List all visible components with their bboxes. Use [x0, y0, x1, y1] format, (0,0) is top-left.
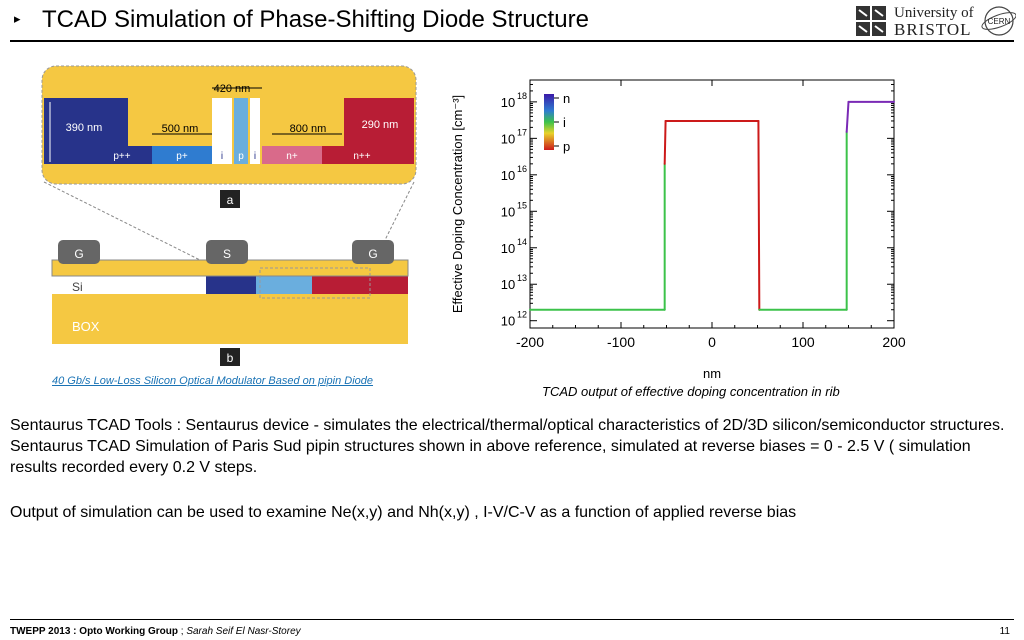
- footer-separator: ;: [177, 626, 187, 637]
- contact-label-s: S: [223, 247, 231, 261]
- y-tick-label: 10: [501, 314, 515, 329]
- panel-b-label: b: [227, 351, 234, 365]
- label-n-plus: n+: [286, 151, 298, 162]
- x-axis-label: nm: [703, 366, 721, 381]
- y-tick-exponent: 14: [517, 237, 527, 247]
- panel-a: 420 nm 390 nm 500 nm 800 nm 290 nm p++ p…: [41, 65, 417, 208]
- series-segment: [663, 119, 667, 165]
- footer-divider: [10, 619, 1014, 620]
- plot-frame: [529, 79, 895, 329]
- y-tick-exponent: 16: [517, 164, 527, 174]
- y-tick-exponent: 13: [517, 273, 527, 283]
- label-i-left: i: [221, 151, 223, 162]
- footer-author: Sarah Seif El Nasr-Storey: [186, 626, 301, 637]
- si-n-region: [312, 276, 408, 294]
- y-tick-label: 10: [501, 204, 515, 219]
- x-tick-label: -200: [516, 334, 544, 350]
- label-p: p: [238, 151, 244, 162]
- label-p-plus-plus: p++: [113, 151, 130, 162]
- colorbar-label: p: [563, 139, 570, 154]
- y-tick-label: 10: [501, 277, 515, 292]
- contact-g-right: [352, 240, 394, 264]
- region-n-plus: [262, 146, 322, 164]
- diode-structure-figure: 420 nm 390 nm 500 nm 800 nm 290 nm p++ p…: [41, 65, 417, 366]
- crest-icon: [856, 6, 886, 36]
- region-p-plus: [152, 146, 212, 164]
- cern-badge-icon: CERN: [981, 6, 1016, 36]
- dim-n-width: 800 nm: [290, 123, 327, 135]
- logo-line-2: BRISTOL: [894, 20, 972, 39]
- series-segment: [757, 119, 761, 311]
- contact-g-left: [58, 240, 100, 264]
- dim-top: 420 nm: [214, 83, 251, 95]
- body-paragraph-1: Sentaurus TCAD Tools : Sentaurus device …: [10, 417, 1005, 476]
- university-logo: CERN: [856, 6, 1016, 36]
- colorbar-label: i: [563, 115, 566, 130]
- series-segment: [845, 100, 850, 133]
- slide-title: TCAD Simulation of Phase-Shifting Diode …: [42, 6, 589, 33]
- dim-right: 290 nm: [362, 119, 399, 131]
- x-tick-label: 100: [791, 334, 815, 350]
- y-tick-exponent: 12: [517, 310, 527, 320]
- panel-b: G S G Si BOX b: [51, 240, 409, 366]
- contact-s: [206, 240, 248, 264]
- si-p-region: [206, 276, 256, 294]
- y-tick-label: 10: [501, 131, 515, 146]
- title-divider: [10, 40, 1014, 42]
- y-tick-label: 10: [501, 241, 515, 256]
- logo-line-1: University of: [894, 5, 974, 21]
- si-i-region: [256, 276, 312, 294]
- dim-p-width: 500 nm: [162, 123, 199, 135]
- si-label: Si: [72, 280, 83, 294]
- region-n-plus-plus-slab: [344, 98, 414, 164]
- y-axis-label: Effective Doping Concentration [cm⁻³]: [450, 95, 465, 313]
- label-i-right: i: [254, 151, 256, 162]
- panel-a-tag: [220, 190, 240, 208]
- footer-event: TWEPP 2013 : Opto Working Group: [10, 626, 178, 637]
- chart-caption: TCAD output of effective doping concentr…: [542, 384, 840, 399]
- label-n-plus-plus: n++: [353, 151, 370, 162]
- panel-b-tag: [220, 348, 240, 366]
- contact-label-g2: G: [368, 247, 377, 261]
- region-i-left: [212, 98, 232, 164]
- y-tick-label: 10: [501, 95, 515, 110]
- y-tick-label: 10: [501, 168, 515, 183]
- zoom-box: [259, 267, 371, 299]
- box-label: BOX: [72, 319, 100, 334]
- page-number: 11: [999, 626, 1010, 637]
- y-tick-exponent: 18: [517, 91, 527, 101]
- x-tick-label: 200: [882, 334, 906, 350]
- panel-a-label: a: [227, 193, 234, 207]
- title-bullet: ▸: [14, 11, 21, 26]
- y-tick-exponent: 15: [517, 200, 527, 210]
- dim-left: 390 nm: [66, 122, 103, 134]
- label-p-plus: p+: [176, 151, 188, 162]
- region-i-right: [250, 98, 260, 164]
- colorbar: [544, 94, 554, 150]
- colorbar-label: n: [563, 91, 570, 106]
- x-tick-label: 0: [708, 334, 716, 350]
- body-paragraph-2: Output of simulation can be used to exam…: [10, 504, 797, 521]
- x-tick-label: -100: [607, 334, 635, 350]
- y-tick-exponent: 17: [517, 127, 527, 137]
- region-p-plus-plus: [44, 146, 152, 164]
- contact-label-g1: G: [74, 247, 83, 261]
- cern-badge-text: CERN: [988, 17, 1011, 26]
- region-p: [234, 98, 248, 164]
- footer-credit: TWEPP 2013 : Opto Working Group ; Sarah …: [10, 626, 301, 637]
- figure-caption-link[interactable]: 40 Gb/s Low-Loss Silicon Optical Modulat…: [52, 375, 374, 387]
